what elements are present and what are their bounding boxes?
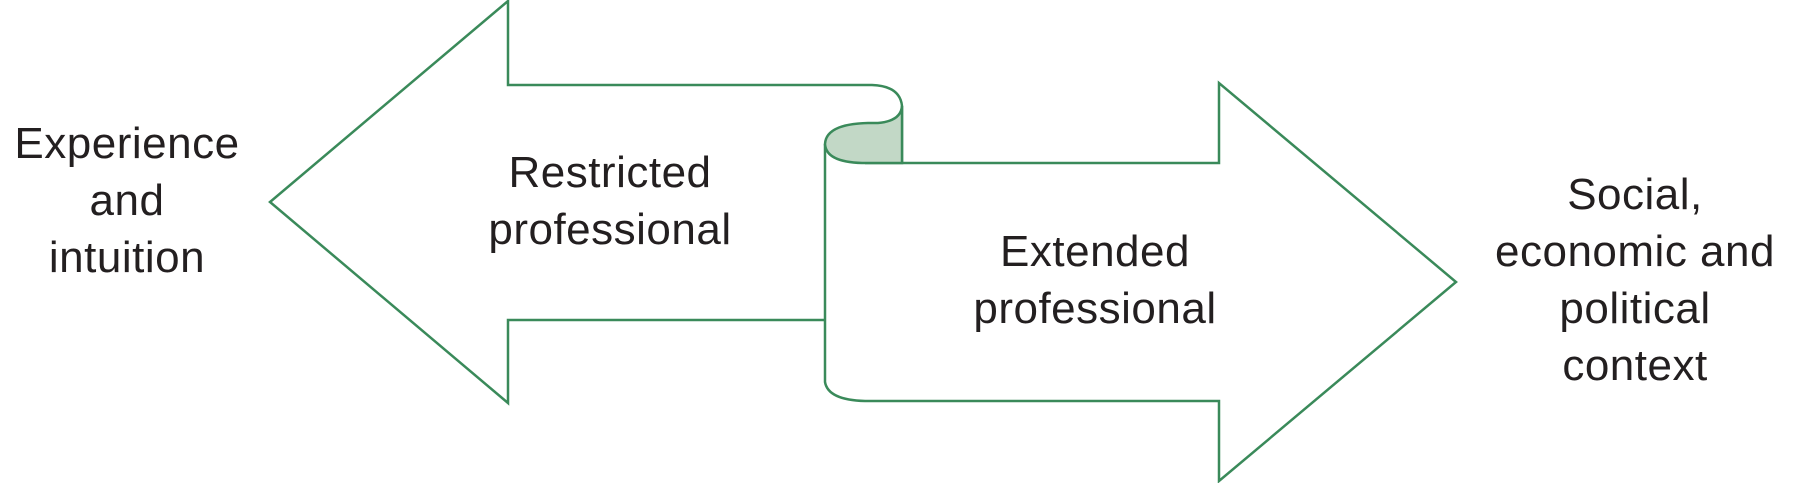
left-label-line-3: intuition xyxy=(48,233,206,282)
right-label-line-3: political xyxy=(1559,284,1711,333)
left-label-line-2: and xyxy=(89,176,165,225)
restricted-label-line-1: Restricted xyxy=(508,148,712,197)
right-label-line-4: context xyxy=(1562,341,1708,390)
extended-arrow xyxy=(823,80,1458,483)
extended-label-line-1: Extended xyxy=(1000,227,1190,276)
right-label-line-2: economic and xyxy=(1495,227,1775,276)
right-label-line-1: Social, xyxy=(1567,170,1703,219)
extended-label-line-2: professional xyxy=(973,284,1217,333)
left-label-line-1: Experience xyxy=(14,119,240,168)
right-context-label: Social, economic and political context xyxy=(1472,166,1798,394)
restricted-arrow xyxy=(268,0,904,406)
restricted-professional-label: Restricted professional xyxy=(455,144,765,258)
restricted-label-line-2: professional xyxy=(488,205,732,254)
left-context-label: Experience and intuition xyxy=(0,115,254,286)
extended-professional-label: Extended professional xyxy=(935,223,1255,337)
ribbon-curl xyxy=(823,105,904,165)
